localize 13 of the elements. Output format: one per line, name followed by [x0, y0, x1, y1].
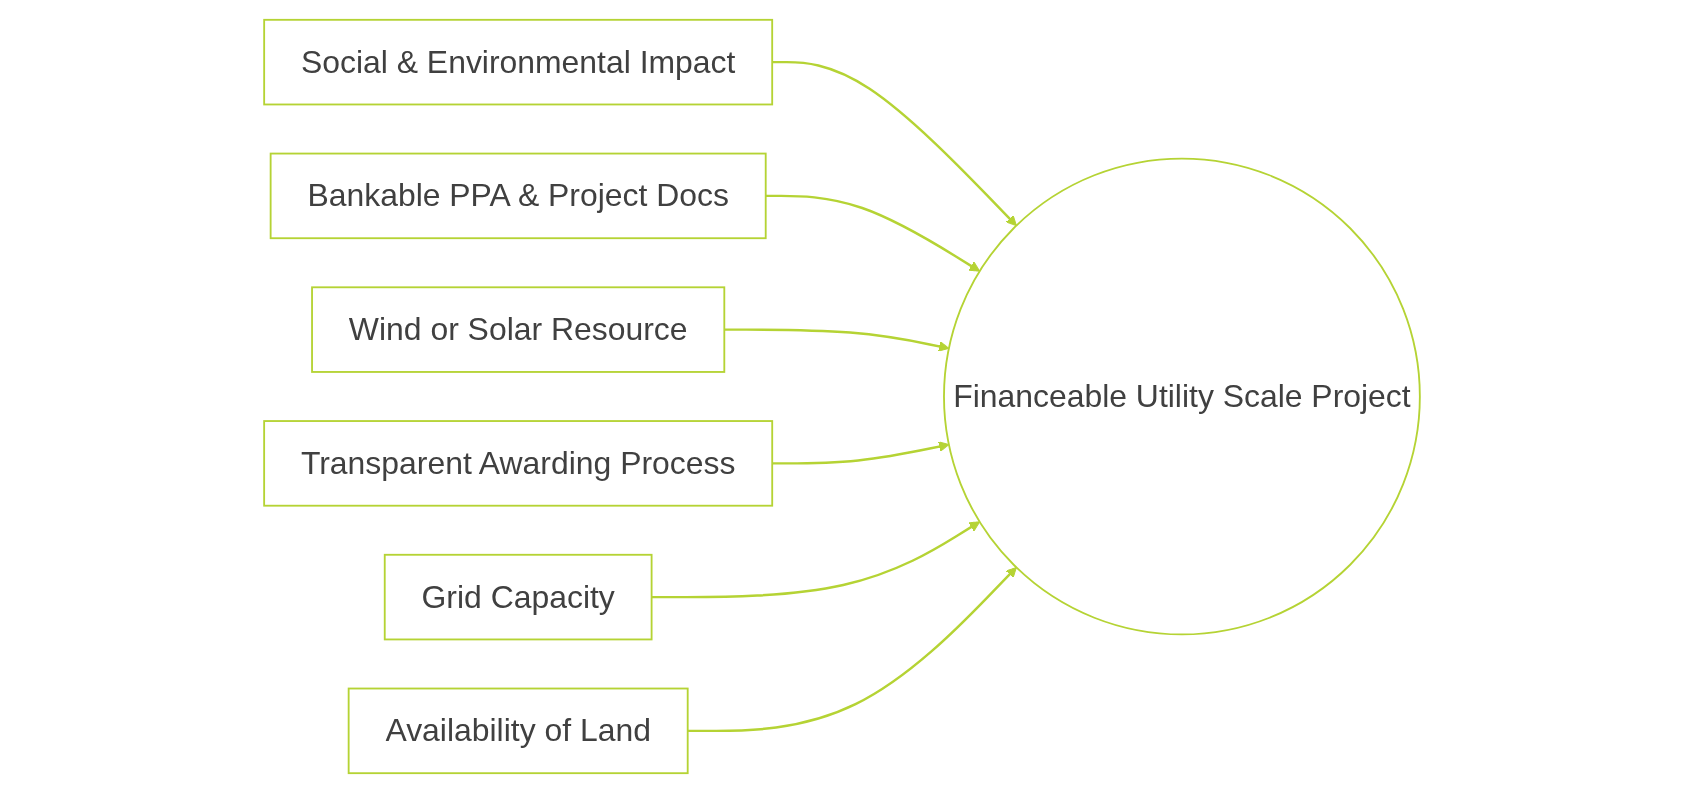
node-box: Bankable PPA & Project Docs: [269, 152, 767, 240]
arrow: [724, 328, 950, 352]
arrow: [772, 441, 950, 465]
node-box: Social & Environmental Impact: [263, 18, 774, 106]
node-box: Availability of Land: [347, 687, 689, 775]
arrow: [687, 566, 1017, 733]
node-box: Transparent Awarding Process: [263, 420, 774, 507]
node-box: Wind or Solar Resource: [311, 286, 726, 373]
arrow: [772, 60, 1017, 227]
arrow: [765, 194, 981, 272]
node-box: Grid Capacity: [383, 553, 653, 641]
node-circle: Financeable Utility Scale Project: [943, 157, 1421, 636]
arrow: [651, 521, 981, 599]
